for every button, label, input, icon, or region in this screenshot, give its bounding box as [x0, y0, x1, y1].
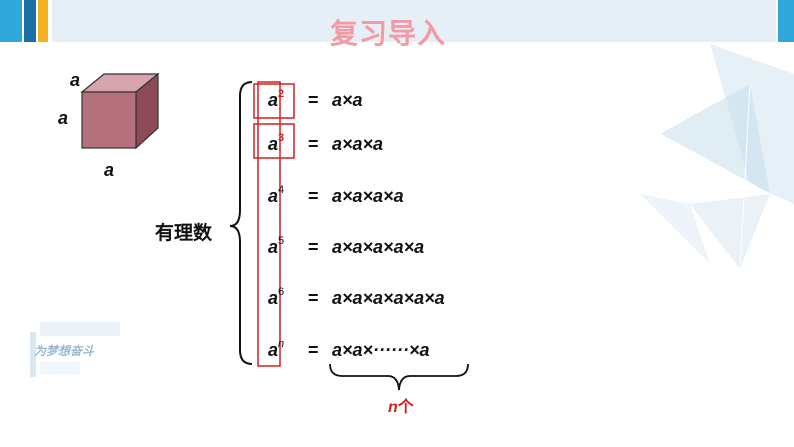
product-expression: a×a×······×a [332, 340, 430, 360]
power-row-5: a5 = a×a×a×a×a [268, 235, 424, 263]
header-stripe-yellow [38, 0, 48, 42]
cube-bottom-label: a [104, 160, 115, 180]
power-row-2: a2 = a×a [268, 88, 363, 116]
header-bar [0, 0, 794, 42]
power-base: a [268, 340, 279, 360]
under-brace [329, 363, 469, 391]
left-brace [229, 81, 253, 365]
header-stripe-blue [0, 0, 22, 42]
power-base: a [268, 237, 279, 257]
highlight-box-a2 [253, 83, 295, 119]
n-unit: 个 [397, 399, 414, 416]
n-count-label: n个 [388, 393, 414, 417]
highlight-boxes [253, 81, 295, 367]
power-row-4: a4 = a×a×a×a [268, 184, 404, 212]
power-exponent: 3 [278, 132, 285, 144]
product-expression: a×a×a×a [332, 186, 404, 206]
power-row-6: a6 = a×a×a×a×a×a [268, 286, 445, 314]
power-row-n: an = a×a×······×a [268, 338, 430, 366]
power-exponent: n [278, 338, 285, 350]
highlight-box-exponents [257, 81, 281, 367]
power-exponent: 6 [278, 286, 285, 298]
product-expression: a×a×a×a×a×a [332, 288, 445, 308]
polygon-decoration [640, 44, 794, 270]
product-expression: a×a×a [332, 134, 384, 154]
cube-figure [80, 72, 160, 150]
watermark-text: 为梦想奋斗 [34, 344, 95, 358]
cube-top-label: a [70, 70, 81, 90]
power-base: a [268, 288, 279, 308]
power-base: a [268, 134, 279, 154]
equals-sign: = [308, 186, 319, 206]
equals-sign: = [308, 288, 319, 308]
power-exponent: 5 [278, 235, 285, 247]
equals-sign: = [308, 340, 319, 360]
equals-sign: = [308, 237, 319, 257]
cube-front-face [81, 91, 137, 149]
watermark-graphic [30, 322, 120, 377]
header-stripe-light [52, 0, 776, 42]
cube-left-label: a [58, 108, 69, 128]
highlight-box-a3 [253, 123, 295, 159]
header-stripe-right [778, 0, 794, 42]
equals-sign: = [308, 134, 319, 154]
power-exponent: 4 [278, 184, 285, 196]
header-stripe-dark-blue [24, 0, 36, 42]
power-row-3: a3 = a×a×a [268, 132, 383, 160]
power-base: a [268, 90, 279, 110]
power-base: a [268, 186, 279, 206]
product-expression: a×a×a×a×a [332, 237, 425, 257]
rational-number-label: 有理数 [155, 223, 213, 244]
equals-sign: = [308, 90, 319, 110]
page-title: 复习导入 [330, 18, 447, 49]
n-variable: n [388, 399, 398, 416]
product-expression: a×a [332, 90, 363, 110]
power-exponent: 2 [278, 88, 285, 100]
